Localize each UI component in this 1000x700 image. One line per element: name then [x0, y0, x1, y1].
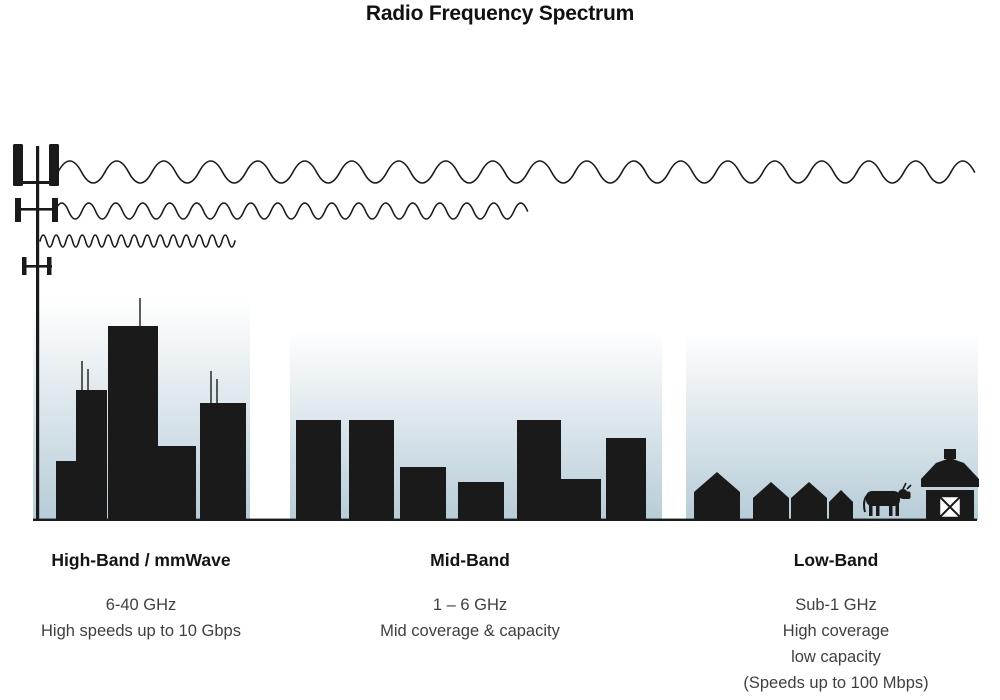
low-band-frequency: Sub-1 GHz: [795, 596, 877, 614]
low-band-description: low capacity: [791, 648, 881, 666]
high-band-label: High-Band / mmWave 6-40 GHz High speeds …: [16, 550, 266, 644]
house-icon: [694, 472, 740, 520]
low-band-long-wave: [57, 160, 976, 184]
cell-tower-icon: [13, 144, 59, 520]
high-band-skyline: [56, 298, 246, 520]
high-band-short-wave: [39, 234, 236, 248]
house-icon: [829, 490, 853, 520]
high-band-title: High-Band / mmWave: [51, 550, 231, 570]
high-band-description: High speeds up to 10 Gbps: [41, 622, 241, 640]
mid-band-medium-wave: [54, 202, 529, 220]
ground-line: [33, 518, 977, 521]
cow-icon: [863, 482, 912, 516]
mid-band-frequency: 1 – 6 GHz: [432, 596, 508, 614]
waves-layer: [39, 160, 976, 248]
house-icon: [753, 482, 789, 520]
mid-band-title: Mid-Band: [430, 550, 510, 570]
low-band-description: High coverage: [782, 622, 890, 640]
low-band-scene: [694, 449, 979, 520]
low-band-label: Low-Band Sub-1 GHz High coverage low cap…: [708, 550, 964, 696]
diagram-title: Radio Frequency Spectrum: [365, 2, 635, 25]
house-icon: [791, 482, 827, 520]
mid-band-skyline: [296, 420, 646, 520]
low-band-description: (Speeds up to 100 Mbps): [743, 674, 929, 692]
low-band-title: Low-Band: [793, 550, 879, 570]
mid-band-description: Mid coverage & capacity: [380, 622, 560, 640]
mid-band-label: Mid-Band 1 – 6 GHz Mid coverage & capaci…: [345, 550, 595, 644]
high-band-frequency: 6-40 GHz: [105, 596, 177, 614]
barn-icon: [921, 449, 979, 520]
